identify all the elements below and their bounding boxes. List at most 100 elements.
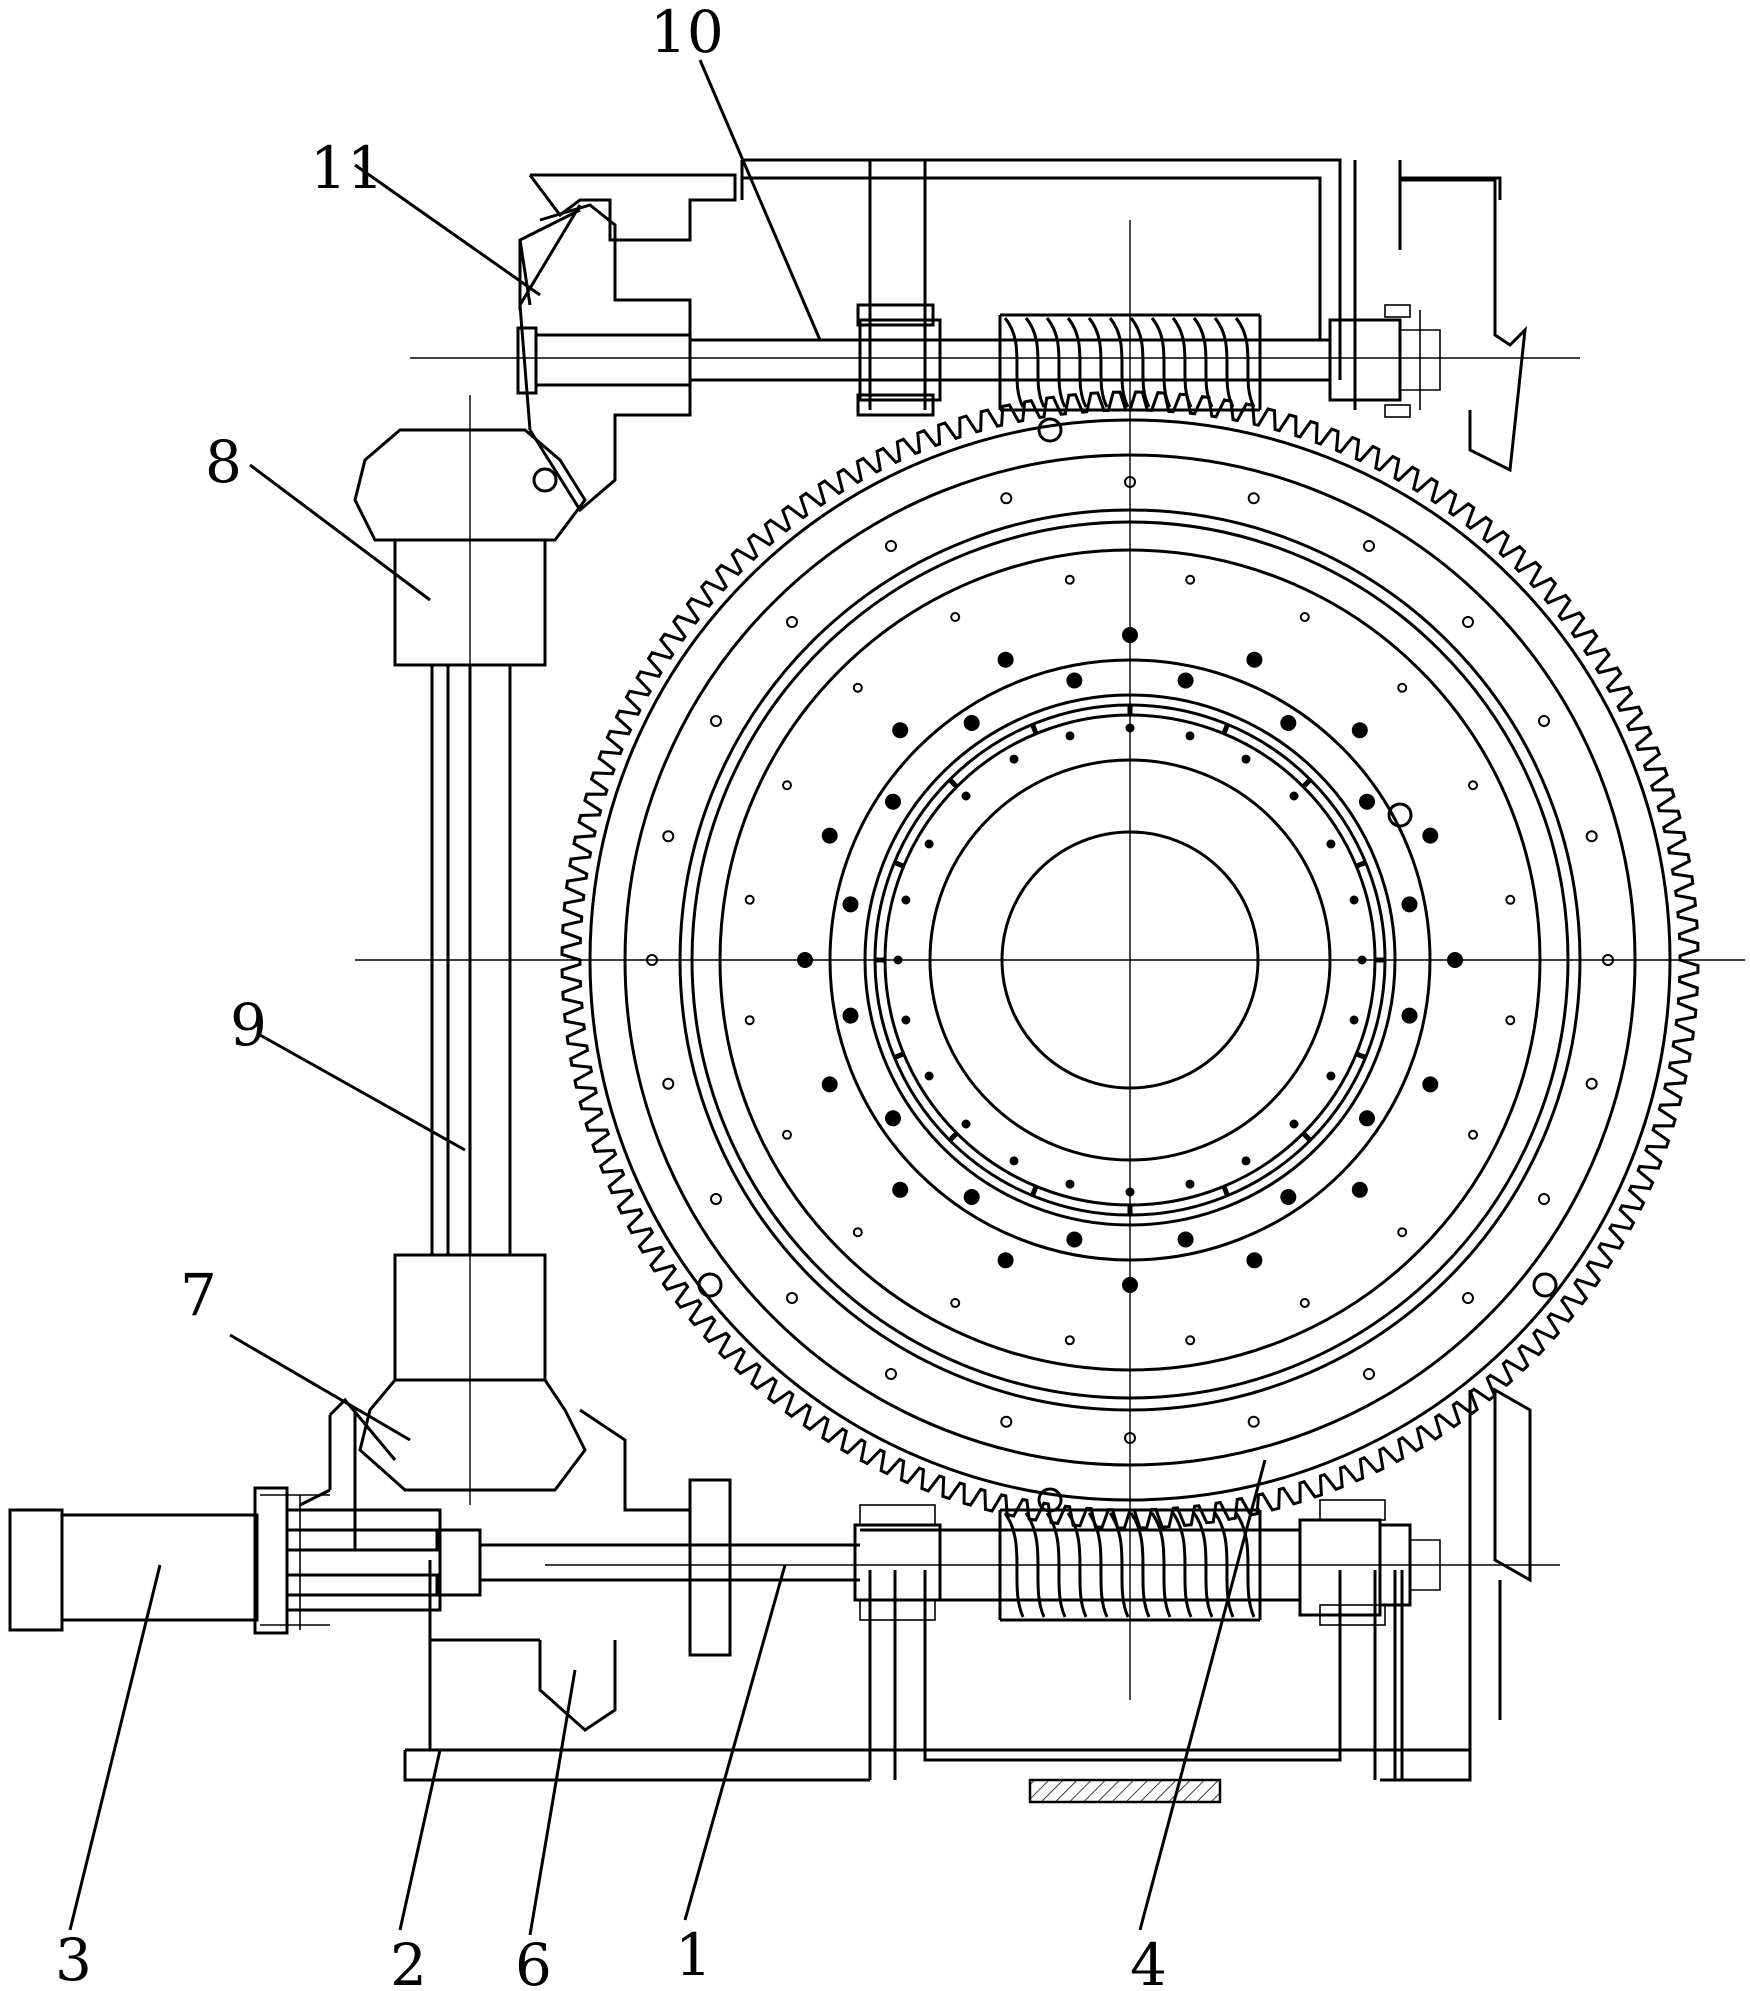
- callout-11: 11: [310, 134, 384, 202]
- bolt-hole: [902, 1017, 909, 1024]
- callout-6: 6: [515, 1931, 552, 1991]
- large-hole: [1534, 1274, 1556, 1296]
- bolt-hole: [1403, 1009, 1417, 1023]
- bolt-hole: [1423, 829, 1437, 843]
- callout-9: 9: [230, 991, 267, 1059]
- bolt-hole: [1327, 841, 1334, 848]
- bolt-hole: [886, 541, 896, 551]
- ring-slot: [1303, 1133, 1310, 1140]
- bolt-hole: [1067, 732, 1074, 739]
- bolt-hole: [1351, 897, 1358, 904]
- lower-bevel-gear-6: [540, 1640, 615, 1730]
- bolt-hole: [1011, 1157, 1018, 1164]
- worm-thread: [1026, 318, 1044, 407]
- top-shaft-10: [518, 305, 1440, 417]
- bolt-hole: [746, 1016, 754, 1024]
- bolt-hole: [963, 1121, 970, 1128]
- ring-slot: [1032, 724, 1036, 733]
- bolt-hole: [1351, 1017, 1358, 1024]
- bolt-hole: [844, 897, 858, 911]
- bolt-hole: [951, 613, 959, 621]
- bolt-hole: [1423, 1077, 1437, 1091]
- callout-2: 2: [390, 1931, 427, 1991]
- bolt-hole: [893, 723, 907, 737]
- bolt-hole: [926, 1073, 933, 1080]
- ring-slot: [1224, 724, 1228, 733]
- bolt-hole: [965, 1190, 979, 1204]
- bolt-hole: [1249, 493, 1259, 503]
- ring-slot: [950, 1133, 957, 1140]
- motor-3: [10, 1510, 257, 1630]
- bolt-hole: [1539, 1194, 1549, 1204]
- bolt-hole: [1301, 613, 1309, 621]
- bolt-hole: [1463, 1293, 1473, 1303]
- bolt-hole: [1066, 576, 1074, 584]
- callout-8: 8: [205, 428, 242, 496]
- bolt-hole: [1469, 781, 1477, 789]
- bolt-hole: [965, 716, 979, 730]
- bolt-hole: [1186, 1336, 1194, 1344]
- bolt-hole: [1281, 716, 1295, 730]
- bolt-hole: [999, 1253, 1013, 1267]
- ring-slot: [1032, 1186, 1036, 1195]
- bolt-hole: [893, 1183, 907, 1197]
- bolt-hole: [926, 841, 933, 848]
- bolt-hole: [711, 716, 721, 726]
- bolt-hole: [1011, 756, 1018, 763]
- bolt-hole: [1469, 1131, 1477, 1139]
- bolt-hole: [1506, 1016, 1514, 1024]
- bolt-hole: [1506, 896, 1514, 904]
- ring-slot: [1356, 862, 1365, 866]
- callout-1: 1: [675, 1921, 712, 1989]
- callout-10: 10: [650, 0, 724, 66]
- bolt-hole: [1179, 1233, 1193, 1247]
- bolt-hole: [1291, 793, 1298, 800]
- bolt-hole: [1067, 1181, 1074, 1188]
- bolt-hole: [886, 795, 900, 809]
- bolt-hole: [1539, 716, 1549, 726]
- bolt-hole: [886, 1111, 900, 1125]
- bolt-hole: [823, 1077, 837, 1091]
- bolt-hole: [1247, 1253, 1261, 1267]
- ring-slot: [1356, 1054, 1365, 1058]
- callout-labels: 10 11 8 9 7 3 2 6 1 4: [55, 0, 1167, 1991]
- bolt-hole: [1353, 1183, 1367, 1197]
- bolt-hole: [951, 1299, 959, 1307]
- bolt-hole: [999, 653, 1013, 667]
- bolt-hole: [1327, 1073, 1334, 1080]
- bolt-hole: [1587, 1079, 1597, 1089]
- callout-3: 3: [55, 1926, 92, 1991]
- bolt-hole: [787, 1293, 797, 1303]
- bolt-hole: [1463, 617, 1473, 627]
- large-hole: [699, 1274, 721, 1296]
- lower-bevel-housing-7: [300, 1255, 690, 1550]
- bolt-hole: [902, 897, 909, 904]
- bolt-hole: [1187, 732, 1194, 739]
- bolt-hole: [783, 1131, 791, 1139]
- bolt-hole: [1281, 1190, 1295, 1204]
- bolt-hole: [823, 829, 837, 843]
- bolt-hole: [1187, 1181, 1194, 1188]
- large-hole: [1039, 419, 1061, 441]
- bolt-hole: [1186, 576, 1194, 584]
- coupling: [255, 1488, 480, 1633]
- bolt-hole: [1364, 1369, 1374, 1379]
- worm-thread: [1236, 318, 1254, 407]
- worm-thread: [1005, 318, 1023, 407]
- worm-thread: [1215, 318, 1233, 407]
- bolt-hole: [787, 617, 797, 627]
- ring-slot: [1224, 1186, 1228, 1195]
- bolt-hole: [1353, 723, 1367, 737]
- ring-slot: [894, 1054, 903, 1058]
- bolt-hole: [1360, 1111, 1374, 1125]
- bolt-hole: [1243, 756, 1250, 763]
- bolt-hole: [783, 781, 791, 789]
- bolt-hole: [854, 1228, 862, 1236]
- bolt-hole: [663, 831, 673, 841]
- bolt-hole: [1360, 795, 1374, 809]
- bolt-hole: [844, 1009, 858, 1023]
- vertical-shaft-9: [432, 395, 510, 1505]
- worm-thread: [1047, 318, 1065, 407]
- bolt-hole: [711, 1194, 721, 1204]
